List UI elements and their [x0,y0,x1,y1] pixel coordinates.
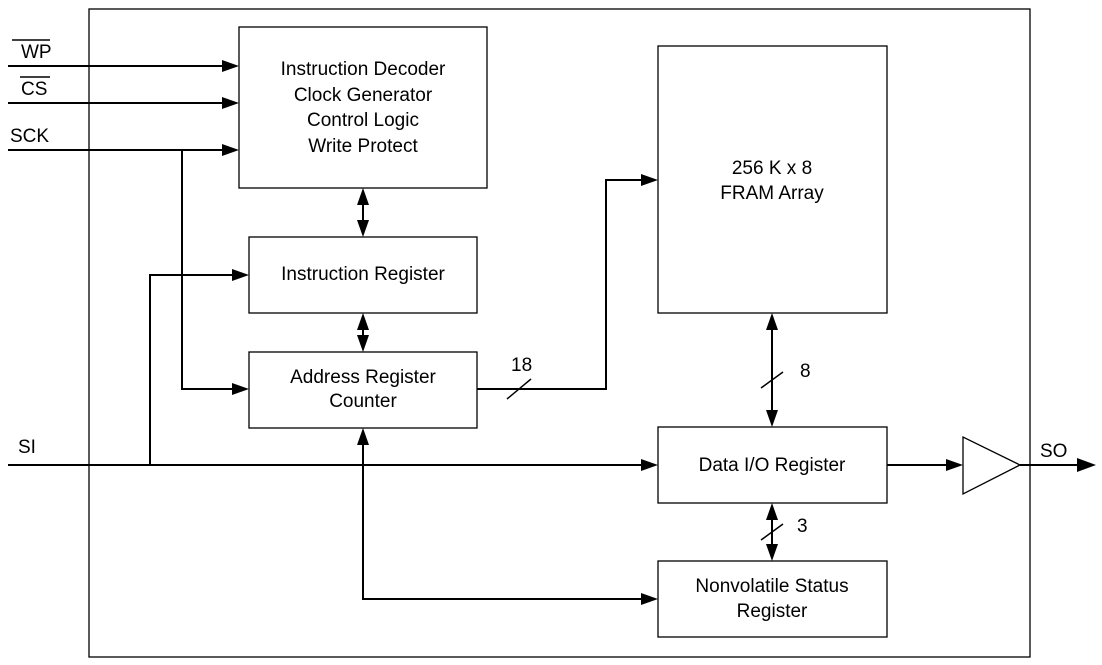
data-bus: 8 [760,313,811,427]
address-bus: 18 [477,174,658,400]
fram-array-line-1: 256 K x 8 [732,158,812,179]
fram-array-block: 256 K x 8 FRAM Array [657,45,888,314]
address-register-line-1: Address Register [290,367,436,388]
data-io-register-label: Data I/O Register [699,455,846,476]
status-bus-width: 3 [797,516,808,537]
sck-label: SCK [10,126,49,147]
address-register-line-2: Counter [329,391,397,412]
fram-array-line-2: FRAM Array [720,183,824,204]
address-register-block: Address Register Counter [248,351,478,429]
control-block-line-1: Instruction Decoder [281,59,446,80]
control-block: Instruction Decoder Clock Generator Cont… [238,26,488,189]
instruction-register-block: Instruction Register [248,236,478,314]
so-signal: SO [1020,441,1096,472]
address-to-status-connection [357,428,658,605]
control-block-line-3: Control Logic [307,110,419,131]
status-register-line-1: Nonvolatile Status [695,576,848,597]
data-bus-width: 8 [800,361,811,382]
instruction-register-label: Instruction Register [281,264,445,285]
data-io-to-buffer [887,459,963,471]
si-label: SI [18,437,36,458]
cs-signal: CS [8,76,239,109]
cs-label: CS [21,79,47,100]
wp-signal: WP [8,39,239,72]
address-bus-width: 18 [511,355,532,376]
status-register-block: Nonvolatile Status Register [657,560,888,638]
status-bus: 3 [760,503,808,561]
control-block-line-2: Clock Generator [294,85,433,106]
control-to-instruction-arrow [357,188,369,237]
so-label: SO [1040,441,1067,462]
output-buffer [962,435,1022,496]
si-signal: SI [8,269,658,471]
sck-signal: SCK [8,126,249,395]
control-block-line-4: Write Protect [308,136,418,157]
chip-outline [88,8,1031,658]
instruction-to-address-arrow [357,313,369,352]
wp-label: WP [21,42,52,63]
data-io-register-block: Data I/O Register [657,426,888,504]
status-register-line-2: Register [737,601,808,622]
